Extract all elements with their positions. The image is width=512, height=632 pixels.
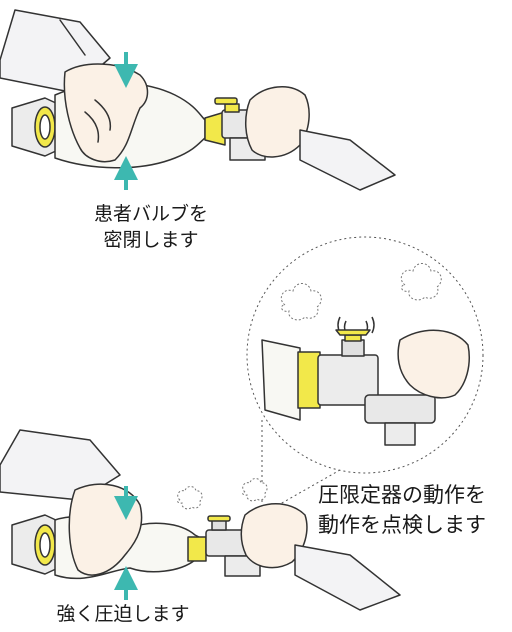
sleeve-right-top bbox=[299, 129, 396, 191]
seal-patient-valve-illustration bbox=[0, 9, 396, 191]
magnified-valve-illustration bbox=[246, 236, 484, 521]
air-puff-small-right bbox=[242, 478, 268, 502]
hand-right-bottom bbox=[240, 503, 308, 569]
sleeve-bottom-left bbox=[0, 429, 121, 501]
caption-check-line2: 動作を点検します bbox=[318, 513, 486, 537]
caption-seal-line2: 密閉します bbox=[103, 229, 199, 251]
squeeze-bag-illustration bbox=[0, 429, 401, 611]
caption-squeeze-text: 強く圧迫します bbox=[56, 603, 190, 625]
hand-magnified bbox=[397, 329, 470, 399]
caption-squeeze: 強く圧迫します bbox=[38, 601, 208, 627]
air-puff-right bbox=[400, 263, 442, 301]
air-puff-left bbox=[280, 283, 322, 321]
air-puff-small-left bbox=[177, 486, 203, 510]
caption-seal-line1: 患者バルブを bbox=[93, 203, 208, 225]
caption-seal-valve: 患者バルブを 密閉します bbox=[76, 201, 226, 253]
sleeve-right-bottom bbox=[294, 544, 401, 611]
caption-check-line1: 圧限定器の動作を bbox=[318, 483, 486, 507]
caption-check-limiter: 圧限定器の動作を 動作を点検します bbox=[292, 480, 512, 540]
